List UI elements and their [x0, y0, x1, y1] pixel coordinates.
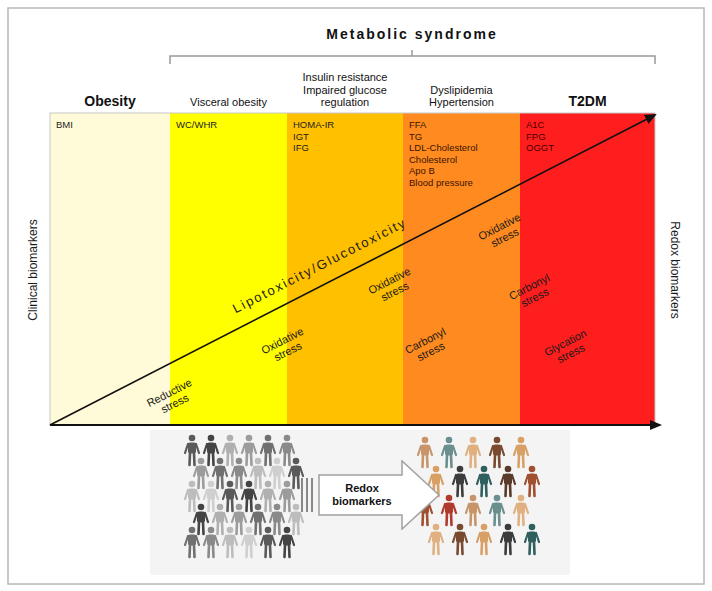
clinical-biomarker: IFG	[293, 142, 334, 154]
x-axis-arrow	[50, 424, 660, 426]
band-fill	[50, 113, 170, 425]
people-ground	[150, 430, 570, 575]
stage-heading: Obesity	[55, 93, 165, 109]
biomarker-list: BMI	[50, 113, 79, 137]
clinical-biomarker: BMI	[56, 119, 73, 131]
band-fills	[50, 113, 655, 425]
clinical-biomarker: WC/WHR	[176, 119, 217, 131]
band-fill	[520, 113, 655, 425]
stage-band: BMIObesity	[50, 113, 170, 425]
biomarker-list: WC/WHR	[170, 113, 223, 137]
diagram-title: Metabolic syndrome	[326, 26, 497, 42]
band-fill	[403, 113, 520, 425]
syndrome-bracket	[170, 50, 655, 64]
clinical-biomarker: Cholesterol	[409, 154, 478, 166]
axis-label: Clinical biomarkers	[27, 219, 40, 320]
clinical-biomarker: Apo B	[409, 165, 478, 177]
redox-arrow: Redox biomarkers	[318, 460, 440, 530]
clinical-biomarker: TG	[409, 131, 478, 143]
arrow-text-box: Redox biomarkers	[323, 475, 401, 515]
arrow-label: Redox biomarkers	[323, 482, 401, 507]
figure-frame	[8, 8, 704, 584]
arrow-tail-bars	[302, 478, 312, 512]
biomarker-list: FFATGLDL-CholesterolCholesterolApo BBloo…	[403, 113, 484, 194]
clinical-biomarker: IGT	[293, 131, 334, 143]
clinical-biomarker: A1C	[526, 119, 554, 131]
stage-heading: T2DM	[533, 93, 643, 109]
axis-label: Redox biomarkers	[667, 221, 680, 318]
biomarker-list: HOMA-IRIGTIFG	[287, 113, 340, 160]
clinical-biomarker: FFA	[409, 119, 478, 131]
biomarker-list: A1CFPGOGGT	[520, 113, 560, 160]
band-outline	[50, 113, 655, 425]
stage-heading: Insulin resistance Impaired glucose regu…	[289, 71, 401, 109]
clinical-biomarker: OGGT	[526, 142, 554, 154]
diagonal-arrow	[50, 115, 655, 425]
clinical-biomarker: HOMA-IR	[293, 119, 334, 131]
clinical-biomarker: LDL-Cholesterol	[409, 142, 478, 154]
clinical-biomarker: Blood pressure	[409, 177, 478, 189]
clinical-biomarker: FPG	[526, 131, 554, 143]
people-groups	[185, 435, 539, 557]
stage-band: A1CFPGOGGTT2DM	[520, 113, 655, 425]
stage-heading: Visceral obesity	[189, 96, 269, 109]
stage-band: FFATGLDL-CholesterolCholesterolApo BBloo…	[403, 113, 520, 425]
stage-heading: Dyslipidemia Hypertension	[414, 84, 510, 109]
